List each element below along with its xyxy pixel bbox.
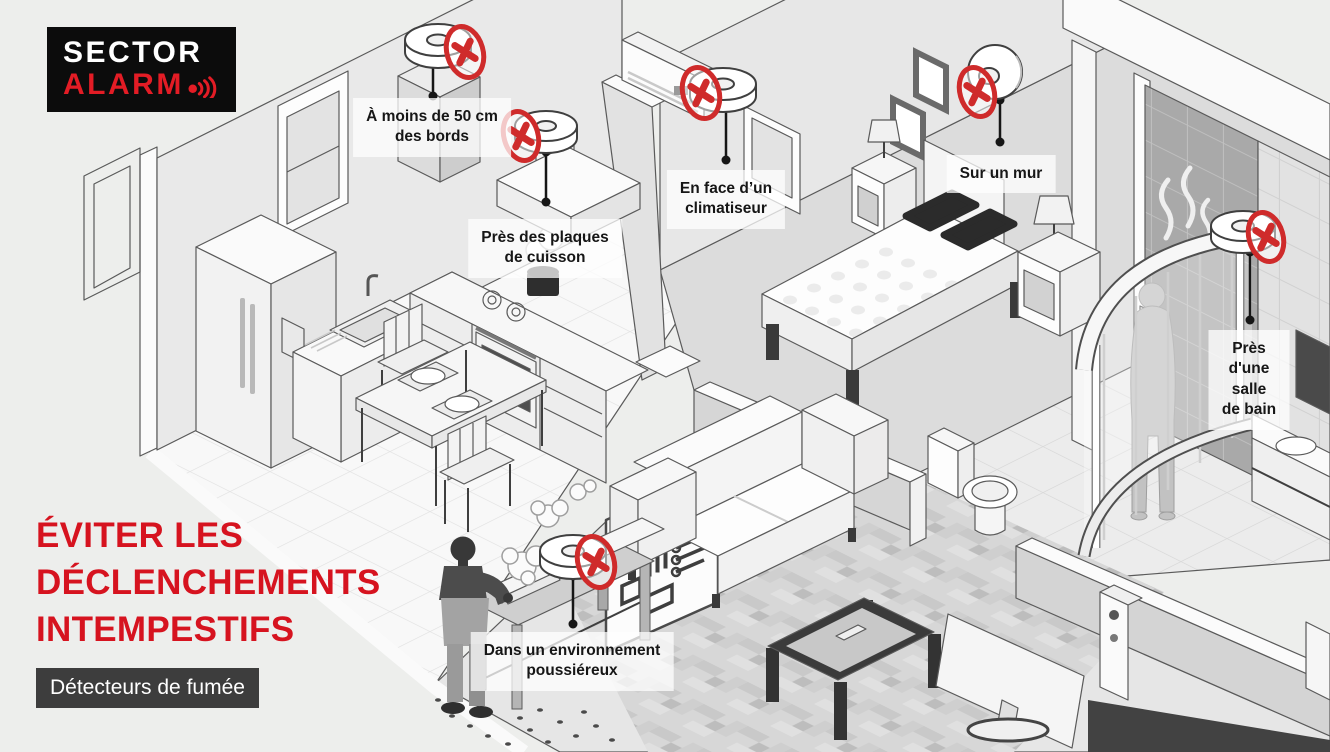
headline-line1: ÉVITER LES xyxy=(36,516,244,555)
tv xyxy=(935,613,1085,749)
chair xyxy=(439,415,515,532)
steam-icon xyxy=(1181,165,1196,229)
living-room xyxy=(435,393,1330,752)
no-sign-icon xyxy=(443,24,487,80)
faucet-icon xyxy=(366,274,379,296)
divider-base xyxy=(635,345,701,378)
bathroom xyxy=(927,165,1330,558)
plate xyxy=(410,367,446,385)
annotation-near-bathroom: Près d'une salle de bain xyxy=(1208,330,1290,430)
bathroom-top-wall xyxy=(1062,0,1330,161)
kitchen-window-glass xyxy=(286,90,340,225)
logo-brand-top: SECTOR xyxy=(63,36,203,69)
annotation-near-cooktop: Près des plaques de cuisson xyxy=(468,219,622,278)
headline-line3: INTEMPESTIFS xyxy=(36,610,295,649)
headline: ÉVITER LES DÉCLENCHEMENTS INTEMPESTIFS xyxy=(36,512,381,653)
leader-lines xyxy=(428,53,1255,629)
speaker xyxy=(1099,584,1143,701)
pillow xyxy=(940,208,1018,251)
lamp-icon xyxy=(867,119,901,143)
tv-cabinet xyxy=(1088,700,1330,752)
sawdust xyxy=(435,698,615,746)
sound-waves-icon xyxy=(188,76,217,99)
annotation-near-edges: À moins de 50 cm des bords xyxy=(353,98,511,157)
plate xyxy=(444,395,480,413)
nightstand-right xyxy=(1017,195,1101,337)
left-window xyxy=(83,147,141,301)
picture-frames xyxy=(890,47,949,162)
coffee-table xyxy=(766,597,941,740)
toilet xyxy=(927,427,1018,536)
bedroom xyxy=(621,31,1101,406)
pillow xyxy=(902,189,980,232)
nightstand-left xyxy=(851,119,917,239)
smoke-detectors xyxy=(404,23,1287,590)
dining-table xyxy=(355,303,547,532)
mirror xyxy=(1295,329,1330,415)
kitchen xyxy=(195,55,649,532)
burner-icon xyxy=(506,302,526,322)
fridge xyxy=(195,214,337,469)
window-mullion xyxy=(286,145,340,173)
sofa xyxy=(609,393,889,608)
annotation-facing-ac: En face d’un climatiseur xyxy=(666,170,786,229)
logo-brand-bottom: ALARM xyxy=(63,67,184,101)
no-sign-icon xyxy=(956,65,998,119)
steam-icon xyxy=(1159,177,1174,241)
sector-alarm-logo: SECTOR ALARM xyxy=(47,27,236,112)
bed xyxy=(761,139,1023,406)
no-sign-icon xyxy=(679,65,723,121)
side-unit xyxy=(1305,621,1330,701)
annotation-dusty-environment: Dans un environnement poussiéreux xyxy=(470,632,674,691)
annotation-on-wall: Sur un mur xyxy=(946,155,1056,194)
category-badge: Détecteurs de fumée xyxy=(36,668,259,708)
no-sign-icon xyxy=(574,534,618,590)
burner-icon xyxy=(482,290,502,310)
no-sign-icon xyxy=(1245,210,1287,264)
headline-line2: DÉCLENCHEMENTS xyxy=(36,563,381,602)
left-window-inner xyxy=(93,165,131,289)
floor-edge xyxy=(145,446,529,752)
left-wall-edge xyxy=(139,146,158,457)
remote-control xyxy=(835,624,867,641)
lamp-icon xyxy=(1033,195,1075,225)
